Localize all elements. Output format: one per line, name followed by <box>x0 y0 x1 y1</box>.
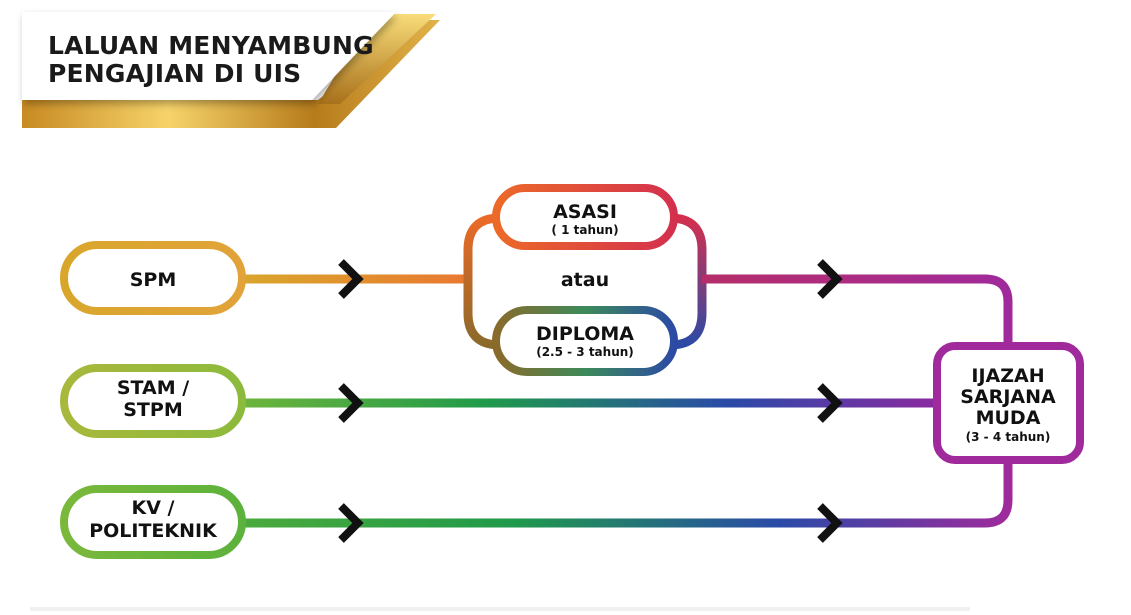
page-title-line1: LALUAN MENYAMBUNG <box>48 31 374 60</box>
arrow-stam-right-icon <box>817 383 843 423</box>
node-spm: SPM <box>60 241 246 315</box>
title-banner: LALUAN MENYAMBUNG PENGAJIAN DI UIS <box>22 12 440 128</box>
node-ijazah-line1: IJAZAH <box>971 365 1044 387</box>
arrow-spm-right-icon <box>817 259 843 299</box>
bracket-right <box>669 213 707 350</box>
node-stam-line2: STPM <box>123 399 182 421</box>
node-diploma-duration: (2.5 - 3 tahun) <box>536 345 634 359</box>
bottom-divider <box>30 607 970 611</box>
node-stam-line1: STAM / <box>117 377 189 399</box>
banner-gold-edge <box>318 14 436 104</box>
diploma-asasi-connector <box>702 274 1013 345</box>
node-asasi-label: ASASI <box>553 201 617 223</box>
node-spm-label: SPM <box>130 269 177 291</box>
node-ijazah-line2: SARJANA <box>960 386 1056 408</box>
arrow-kv-right-icon <box>817 503 843 543</box>
arrow-kv-left-icon <box>338 503 364 543</box>
node-asasi-duration: ( 1 tahun) <box>551 223 618 237</box>
arrows <box>338 259 843 543</box>
bracket-left <box>463 213 501 350</box>
node-ijazah-duration: (3 - 4 tahun) <box>966 430 1051 444</box>
connector-atau-label: atau <box>561 269 609 291</box>
node-diploma: DIPLOMA (2.5 - 3 tahun) <box>492 306 678 376</box>
node-kv-line1: KV / <box>132 497 175 519</box>
node-ijazah-line3: MUDA <box>976 407 1041 429</box>
node-asasi: ASASI ( 1 tahun) <box>492 184 678 250</box>
node-diploma-label: DIPLOMA <box>536 323 634 345</box>
node-ijazah-sarjana-muda: IJAZAH SARJANA MUDA (3 - 4 tahun) <box>933 342 1084 464</box>
node-kv-politeknik: KV / POLITEKNIK <box>60 485 246 559</box>
page-title-line2: PENGAJIAN DI UIS <box>48 59 301 88</box>
arrow-spm-left-icon <box>338 259 364 299</box>
node-stam-stpm: STAM / STPM <box>60 364 246 438</box>
node-kv-line2: POLITEKNIK <box>89 520 218 542</box>
banner-white-panel <box>22 12 396 100</box>
arrow-stam-left-icon <box>338 383 364 423</box>
kv-connector <box>245 462 1013 528</box>
connectors <box>245 213 1013 528</box>
